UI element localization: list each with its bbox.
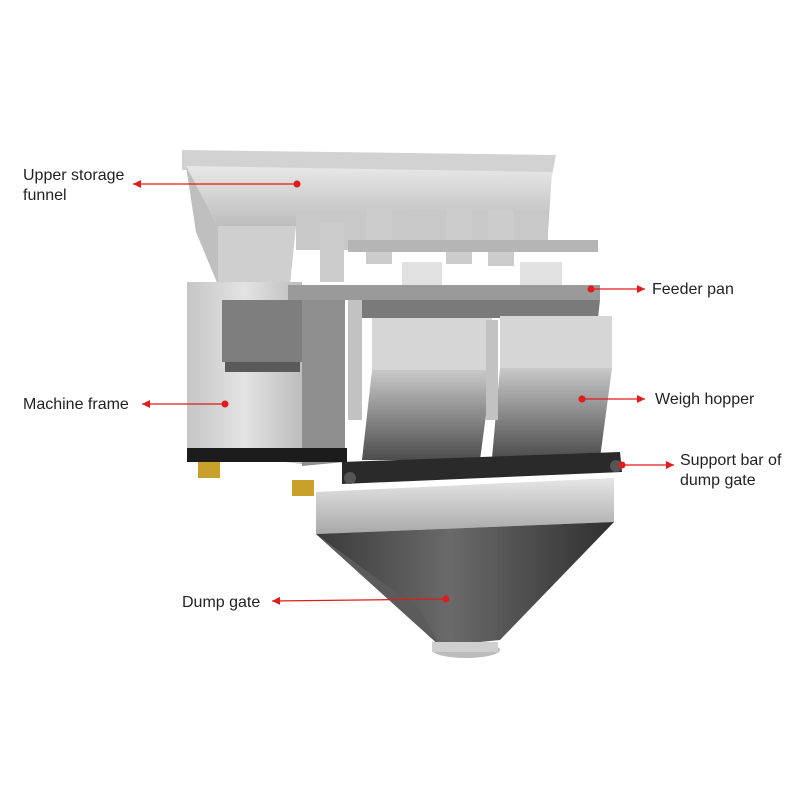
label-weigh-hopper-text: Weigh hopper xyxy=(655,391,755,408)
label-weigh-hopper: Weigh hopper xyxy=(655,390,754,410)
callout-arrowhead-dump-gate xyxy=(272,596,281,605)
weigh-hopper-part xyxy=(348,300,612,460)
callout-arrows xyxy=(133,180,674,605)
label-dump-gate-text: Dump gate xyxy=(182,594,261,611)
label-machine-frame: Machine frame xyxy=(23,395,129,415)
callout-line-dump-gate xyxy=(271,598,447,602)
label-support-bar-line2: dump gate xyxy=(680,472,756,489)
callout-dot-weigh-hopper xyxy=(578,395,586,403)
callout-arrowhead-feeder-pan xyxy=(637,285,645,293)
machine-frame-part xyxy=(187,282,347,496)
callout-dot-support-bar xyxy=(618,461,626,469)
callout-arrowhead-weigh-hopper xyxy=(637,395,645,403)
callout-dot-feeder-pan xyxy=(587,285,595,293)
label-upper-storage-funnel-line2: funnel xyxy=(23,187,67,204)
label-feeder-pan-text: Feeder pan xyxy=(652,281,734,298)
label-feeder-pan: Feeder pan xyxy=(652,280,734,300)
label-support-bar-line1: Support bar of xyxy=(680,452,782,469)
dump-gate-part xyxy=(316,478,614,658)
label-upper-storage-funnel-line1: Upper storage xyxy=(23,167,125,184)
label-upper-storage-funnel: Upper storage funnel xyxy=(23,166,124,206)
label-support-bar: Support bar of dump gate xyxy=(680,451,781,491)
callout-dot-machine-frame xyxy=(221,400,229,408)
callout-dot-upper-storage-funnel xyxy=(293,180,301,188)
callout-arrowhead-upper-storage-funnel xyxy=(133,180,141,188)
callout-arrowhead-support-bar xyxy=(666,461,674,469)
support-bar-part xyxy=(342,452,622,484)
feeder-pan-part xyxy=(288,208,600,318)
label-dump-gate: Dump gate xyxy=(182,593,260,613)
callout-arrowhead-machine-frame xyxy=(142,400,150,408)
label-machine-frame-text: Machine frame xyxy=(23,396,129,413)
callout-dot-dump-gate xyxy=(442,595,450,603)
